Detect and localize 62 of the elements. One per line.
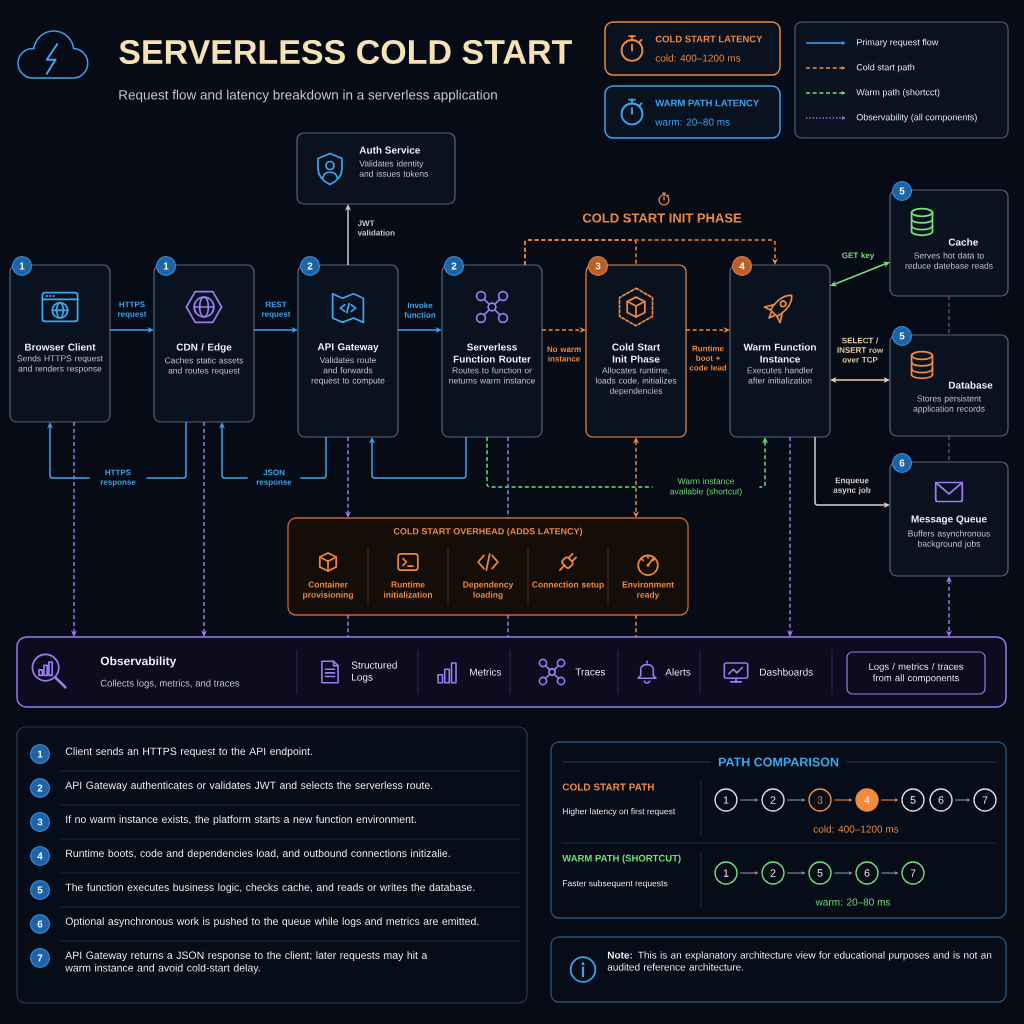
latency-card: WARM PATH LATENCY warm: 20–80 ms: [604, 85, 781, 139]
step-badge: 2: [443, 255, 465, 277]
step-badge: 4: [29, 845, 51, 867]
stage-label: Connection setup: [532, 581, 604, 590]
legend-label: Warm path (shortcct): [856, 88, 940, 98]
step-text: Client sends an HTTPS request to the API endpoint.: [65, 747, 312, 758]
step-badge: 2: [299, 255, 321, 277]
item-label: Traces: [575, 668, 606, 676]
step-badge: 1: [29, 743, 51, 765]
section-title: COLD START INIT PHASE: [582, 213, 742, 223]
path-heading: COLD START PATH: [562, 783, 654, 791]
edge-label: JSON response: [247, 468, 301, 488]
path-description: Faster subsequent requests: [562, 880, 668, 888]
step-text: API Gateway authenticates or validates JWT and selects the serverless route.: [65, 781, 433, 792]
step-text: If no warm instance exists, the platform starts a new function environment.: [66, 815, 416, 826]
step-text: The function executes business logic, checks cache, and reads or writes the database.: [65, 883, 475, 894]
edge-label: HTTPS response: [89, 468, 147, 488]
latency-value: cold: 400–1200 ms: [813, 825, 899, 833]
step-badge: 2: [29, 777, 51, 799]
path-heading: WARM PATH (SHORTCUT): [562, 854, 681, 864]
step-text: Optional asynchronous work is pushed to the queue while logs and metrics are emitted.: [65, 917, 479, 928]
edge-label: REST request: [262, 301, 291, 319]
edge-label: Invoke function: [404, 302, 436, 318]
edge-label: Enqueue async job: [833, 477, 871, 495]
legend-label: Cold start path: [856, 63, 915, 73]
step-badge: 5: [29, 879, 51, 901]
stage-label: Dependency loading: [463, 581, 514, 600]
item-label: Dashboards: [760, 668, 813, 676]
step-text: API Gateway returns a JSON response to the client; later requests may hit a warm instance and avoid cold-start delay.: [65, 951, 428, 974]
info-box: Logs / metrics / traces from all components: [846, 651, 986, 695]
title: SERVERLESS COLD START: [119, 39, 572, 65]
edge-label: HTTPS request: [118, 301, 147, 319]
step-badge: 3: [29, 811, 51, 833]
legend-label: Observability (all components): [856, 113, 977, 123]
step-badge: 3: [587, 255, 609, 277]
step-badge: 5: [891, 180, 913, 202]
step-badge: 1: [155, 255, 177, 277]
edge-label: No warm instance: [547, 346, 581, 362]
step-badge: 7: [29, 947, 51, 969]
item-label: Alerts: [665, 668, 691, 676]
stage-label: Runtime initialization: [384, 581, 433, 598]
step-badge: 4: [731, 255, 753, 277]
note-box: Note: This is an explanatory architecture view for educational purposes and is not an audited reference architecture.: [550, 936, 1007, 1003]
step-text: Runtime boots, code and dependencies load, and outbound connections initizalie.: [66, 849, 450, 860]
step-badge: 6: [891, 452, 913, 474]
latency-card: COLD START LATENCY cold: 400–1200 ms: [604, 21, 781, 76]
stage-label: Environment ready: [622, 581, 674, 600]
stage-label: Container provisioning: [303, 581, 353, 600]
edge-label: Runtime boot + code lead: [689, 345, 727, 371]
service-box: Auth Service Validates identity and issues tokens: [296, 132, 456, 205]
legend-label: Primary request flow: [857, 38, 939, 48]
subtitle: Request flow and latency breakdown in a serverless application: [119, 89, 497, 103]
edge-label: JWT validation: [357, 220, 395, 236]
item-label: Metrics: [470, 668, 502, 676]
edge-label: GET key: [842, 252, 875, 260]
latency-value: warm: 20–80 ms: [815, 898, 891, 906]
step-badge: 5: [891, 325, 913, 347]
item-label: Structured Logs: [351, 661, 397, 683]
step-badge: 1: [11, 255, 33, 277]
step-badge: 6: [29, 913, 51, 935]
edge-label: SELECT / INSERT row over TCP: [837, 337, 884, 363]
path-description: Higher latency on first request: [562, 808, 676, 816]
